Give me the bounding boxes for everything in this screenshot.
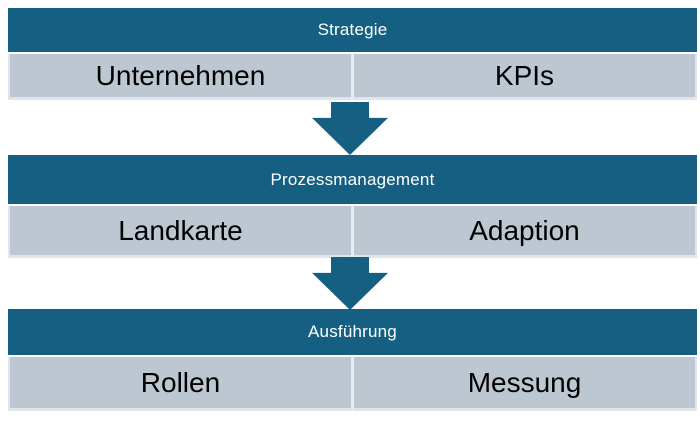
section-strategie: Strategie Unternehmen KPIs bbox=[8, 8, 697, 100]
section-header-prozessmanagement: Prozessmanagement bbox=[8, 155, 697, 204]
section-row-ausfuehrung: Rollen Messung bbox=[8, 357, 697, 411]
section-row-strategie: Unternehmen KPIs bbox=[8, 54, 697, 100]
section-ausfuehrung: Ausführung Rollen Messung bbox=[8, 309, 697, 411]
cell-messung: Messung bbox=[354, 357, 695, 411]
down-arrow-icon bbox=[312, 257, 388, 310]
cell-landkarte: Landkarte bbox=[10, 206, 351, 258]
cell-rollen: Rollen bbox=[10, 357, 351, 411]
section-row-prozessmanagement: Landkarte Adaption bbox=[8, 206, 697, 258]
cell-adaption: Adaption bbox=[354, 206, 695, 258]
down-arrow-icon bbox=[312, 102, 388, 155]
cell-kpis: KPIs bbox=[354, 54, 695, 100]
cell-unternehmen: Unternehmen bbox=[10, 54, 351, 100]
section-prozessmanagement: Prozessmanagement Landkarte Adaption bbox=[8, 155, 697, 258]
section-header-ausfuehrung: Ausführung bbox=[8, 309, 697, 355]
section-header-strategie: Strategie bbox=[8, 8, 697, 52]
